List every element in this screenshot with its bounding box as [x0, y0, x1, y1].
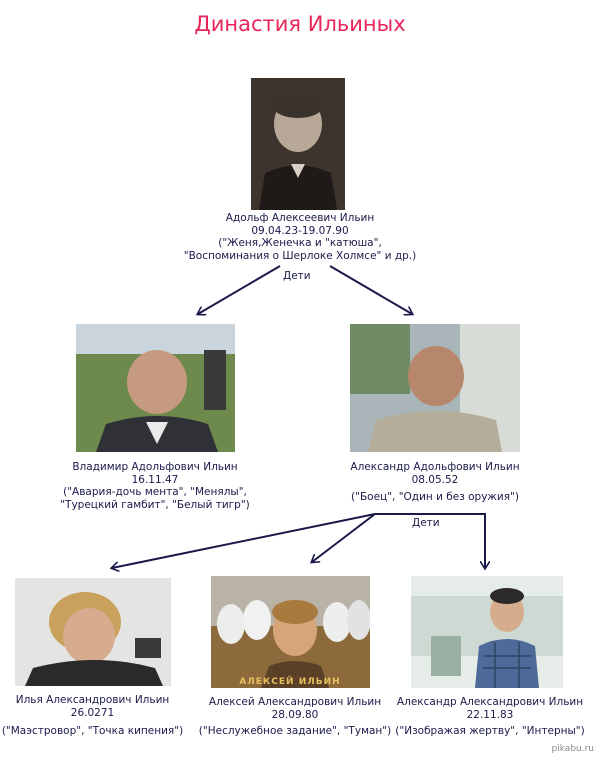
founder-info: Адольф Алексеевич Ильин 09.04.23-19.07.9…	[170, 212, 430, 262]
arrow-to-aleksey	[312, 513, 376, 562]
watermark: pikabu.ru	[551, 744, 594, 754]
aleksandr-info: Александр Адольфович Ильин 08.05.52 ("Бо…	[320, 461, 550, 504]
aleksandr-dates: 08.05.52	[411, 473, 459, 486]
aleksandr-jr-name: Александр Александрович Ильин	[396, 696, 584, 708]
vladimir-name: Владимир Адольфович Ильин	[72, 461, 238, 473]
arrow-to-aleksandr	[329, 265, 412, 314]
founder-dates: 09.04.23-19.07.90	[251, 224, 349, 237]
ilya-info: Илья Александрович Ильин 26.0271 ("Маэст…	[0, 694, 185, 738]
aleksey-dates: 28.09.80	[271, 708, 319, 721]
aleksandr-jr-info: Александр Александрович Ильин 22.11.83 (…	[395, 696, 585, 738]
founder-films: ("Женя,Женечка и "катюша", "Воспоминания…	[183, 237, 417, 262]
vladimir-photo	[76, 324, 235, 452]
aleksey-photo: АЛЕКСЕЙ ИЛЬИН	[211, 576, 370, 688]
founder-name: Адольф Алексеевич Ильин	[225, 212, 375, 224]
founder-photo	[251, 78, 345, 210]
aleksey-name: Алексей Александрович Ильин	[208, 696, 382, 708]
ilya-photo	[15, 578, 171, 686]
aleksandr-photo	[350, 324, 520, 452]
aleksandr-jr-photo	[411, 576, 563, 688]
children-label: Дети	[283, 270, 311, 282]
aleksey-info: Алексей Александрович Ильин 28.09.80 ("Н…	[195, 696, 395, 738]
vladimir-info: Владимир Адольфович Ильин 16.11.47 ("Ава…	[30, 461, 280, 511]
page-title: Династия Ильиных	[194, 12, 406, 36]
aleksandr-jr-films: ("Изображая жертву", "Интерны")	[395, 725, 585, 737]
aleksandr-jr-dates: 22.11.83	[466, 708, 514, 721]
ilya-dates: 26.0271	[70, 706, 115, 719]
aleksandr-films: ("Боец", "Один и без оружия")	[351, 491, 519, 503]
arrow-to-vladimir	[198, 265, 281, 314]
aleksey-photo-caption: АЛЕКСЕЙ ИЛЬИН	[239, 675, 340, 687]
aleksey-films: ("Неслужебное задание", "Туман")	[198, 725, 392, 737]
grandchildren-label: Дети	[412, 517, 440, 529]
aleksandr-name: Александр Адольфович Ильин	[350, 461, 520, 473]
vladimir-films: ("Авария-дочь мента", "Менялы", "Турецки…	[60, 486, 250, 511]
ilya-name: Илья Александрович Ильин	[15, 694, 170, 706]
arrow-to-ilya	[112, 513, 376, 568]
vladimir-dates: 16.11.47	[131, 473, 179, 486]
ilya-films: ("Маэстровор", "Точка кипения")	[1, 725, 184, 737]
